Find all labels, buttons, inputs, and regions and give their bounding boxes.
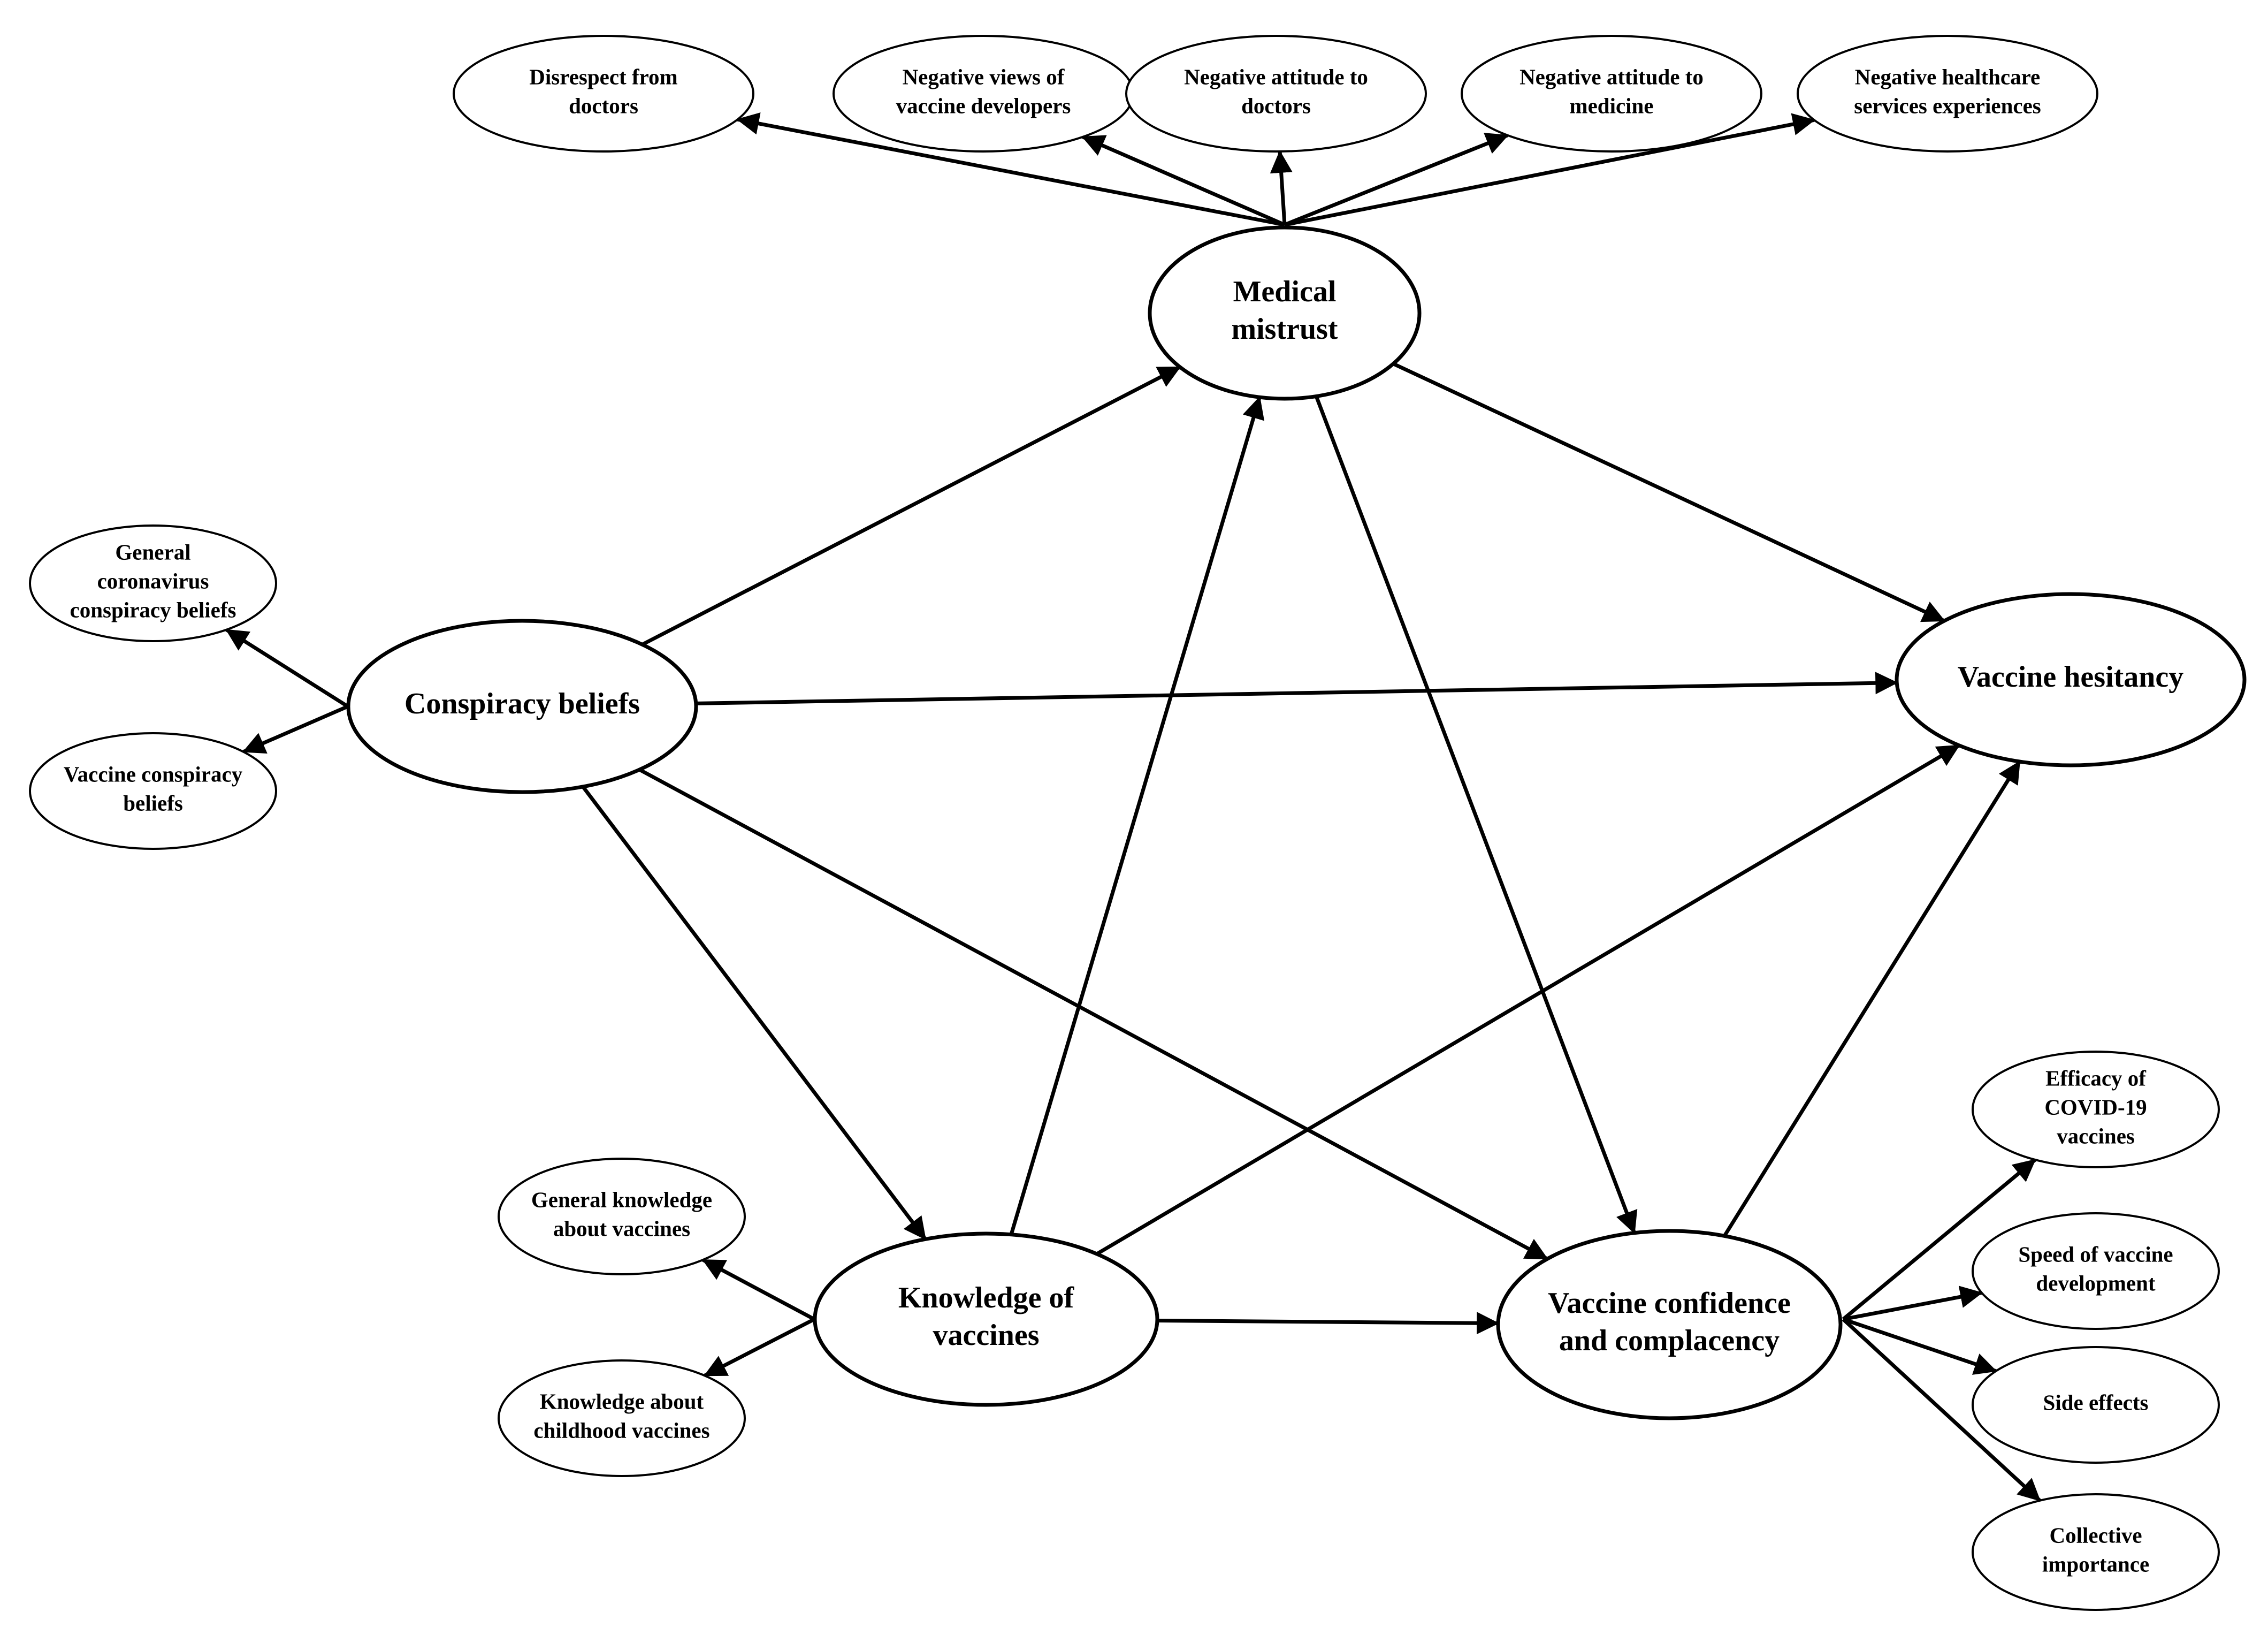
edge-vaccine-confidence-to-speed-vaccine-development [1843, 1286, 1983, 1321]
edge-conspiracy-beliefs-to-knowledge-of-vaccines [581, 785, 927, 1241]
node-label: services experiences [1854, 93, 2041, 118]
node-label: Vaccine confidence [1548, 1287, 1791, 1320]
node-label: development [2036, 1271, 2156, 1295]
node-vaccine-confidence: Vaccine confidence and complacency [1496, 1229, 1843, 1420]
node-neg-healthcare-experiences: Negative healthcare services experiences [1797, 35, 2098, 153]
node-knowledge-of-vaccines: Knowledge of vaccines [813, 1231, 1159, 1407]
node-label: vaccines [2057, 1123, 2135, 1148]
node-collective-importance: Collective importance [1972, 1493, 2220, 1611]
edge-knowledge-of-vaccines-to-medical-mistrust [1009, 396, 1265, 1235]
edge-knowledge-of-vaccines-to-vaccine-confidence [1157, 1312, 1500, 1335]
node-label: doctors [1241, 93, 1311, 118]
node-label: vaccine developers [896, 93, 1071, 118]
node-label: Knowledge about [540, 1389, 704, 1413]
node-ellipse [1972, 1051, 2220, 1168]
node-general-coronavirus-conspiracy: General coronavirus conspiracy beliefs [29, 524, 277, 642]
node-side-effects: Side effects [1972, 1346, 2220, 1464]
node-label: beliefs [123, 790, 183, 815]
node-label: COVID-19 [2044, 1094, 2147, 1119]
node-label: childhood vaccines [533, 1418, 709, 1442]
node-label: Vaccine hesitancy [1958, 660, 2184, 694]
edge-medical-mistrust-to-neg-views-developers [1081, 135, 1286, 227]
node-ellipse [346, 619, 698, 794]
edge-medical-mistrust-to-vaccine-confidence [1314, 396, 1638, 1234]
edge-knowledge-of-vaccines-to-general-knowledge-vaccines [702, 1258, 815, 1321]
node-ellipse [1125, 35, 1427, 153]
edge-medical-mistrust-to-disrespect-doctors [736, 112, 1285, 227]
edge-conspiracy-beliefs-to-vaccine-hesitancy [696, 672, 1898, 705]
node-ellipse [29, 524, 277, 642]
node-label: Negative attitude to [1519, 64, 1704, 89]
node-neg-attitude-doctors: Negative attitude to doctors [1125, 35, 1427, 153]
node-speed-vaccine-development: Speed of vaccine development [1972, 1212, 2220, 1330]
node-label: mistrust [1231, 313, 1338, 346]
node-ellipse [1972, 1212, 2220, 1330]
node-label: conspiracy beliefs [70, 597, 236, 622]
edge-vaccine-confidence-to-vaccine-hesitancy [1723, 761, 2021, 1237]
node-ellipse [1148, 225, 1422, 401]
node-ellipse [498, 1359, 746, 1477]
node-label: General [115, 539, 190, 564]
edges-layer [225, 112, 2041, 1502]
node-disrespect-doctors: Disrespect from doctors [453, 35, 754, 153]
node-ellipse [453, 35, 754, 153]
node-label: and complacency [1559, 1324, 1780, 1357]
node-vaccine-hesitancy: Vaccine hesitancy [1895, 592, 2247, 767]
node-label: Disrespect from [529, 64, 677, 89]
edge-medical-mistrust-to-vaccine-hesitancy [1392, 362, 1945, 623]
node-label: doctors [569, 93, 638, 118]
node-ellipse [1797, 35, 2098, 153]
edge-medical-mistrust-to-neg-healthcare-experiences [1284, 113, 1815, 227]
node-ellipse [1972, 1346, 2220, 1464]
node-label: Side effects [2043, 1390, 2149, 1415]
node-label: Medical [1233, 275, 1337, 308]
node-efficacy-covid-vaccines: Efficacy of COVID-19 vaccines [1972, 1051, 2220, 1168]
node-label: Negative healthcare [1855, 64, 2041, 89]
node-ellipse [498, 1158, 746, 1275]
edge-vaccine-confidence-to-efficacy-covid-vaccines [1842, 1158, 2037, 1321]
node-neg-views-developers: Negative views of vaccine developers [833, 35, 1134, 153]
node-label: importance [2042, 1552, 2149, 1576]
node-label: Speed of vaccine [2018, 1242, 2173, 1266]
node-label: Conspiracy beliefs [404, 687, 640, 720]
node-conspiracy-beliefs: Conspiracy beliefs [346, 619, 698, 794]
node-label: vaccines [933, 1319, 1039, 1352]
node-general-knowledge-vaccines: General knowledge about vaccines [498, 1158, 746, 1275]
node-ellipse [29, 732, 277, 850]
node-label: coronavirus [97, 568, 209, 593]
node-label: Collective [2049, 1523, 2142, 1547]
edge-conspiracy-beliefs-to-general-coronavirus-conspiracy [225, 628, 349, 708]
edge-medical-mistrust-to-neg-attitude-medicine [1284, 133, 1509, 227]
node-label: Vaccine conspiracy [64, 762, 243, 786]
edge-medical-mistrust-to-neg-attitude-doctors [1270, 150, 1293, 225]
edge-conspiracy-beliefs-to-vaccine-confidence [638, 768, 1548, 1261]
node-label: about vaccines [553, 1216, 690, 1241]
node-neg-attitude-medicine: Negative attitude to medicine [1461, 35, 1762, 153]
node-ellipse [1895, 592, 2247, 767]
node-medical-mistrust: Medical mistrust [1148, 225, 1422, 401]
node-label: Efficacy of [2045, 1066, 2147, 1090]
node-ellipse [813, 1231, 1159, 1407]
edge-conspiracy-beliefs-to-vaccine-conspiracy-beliefs [242, 704, 349, 754]
node-vaccine-conspiracy-beliefs: Vaccine conspiracy beliefs [29, 732, 277, 850]
edge-knowledge-of-vaccines-to-knowledge-childhood-vaccines [704, 1317, 815, 1378]
edge-knowledge-of-vaccines-to-vaccine-hesitancy [1096, 743, 1960, 1256]
node-label: medicine [1569, 93, 1653, 118]
edge-vaccine-confidence-to-side-effects [1842, 1317, 1997, 1375]
edge-vaccine-confidence-to-collective-importance [1842, 1318, 2041, 1502]
node-label: Negative views of [903, 64, 1065, 89]
node-knowledge-childhood-vaccines: Knowledge about childhood vaccines [498, 1359, 746, 1477]
node-ellipse [1461, 35, 1762, 153]
node-ellipse [1496, 1229, 1843, 1420]
edge-conspiracy-beliefs-to-medical-mistrust [641, 365, 1181, 647]
node-label: General knowledge [531, 1187, 712, 1212]
node-ellipse [1972, 1493, 2220, 1611]
node-label: Negative attitude to [1184, 64, 1368, 89]
node-label: Knowledge of [898, 1281, 1075, 1314]
